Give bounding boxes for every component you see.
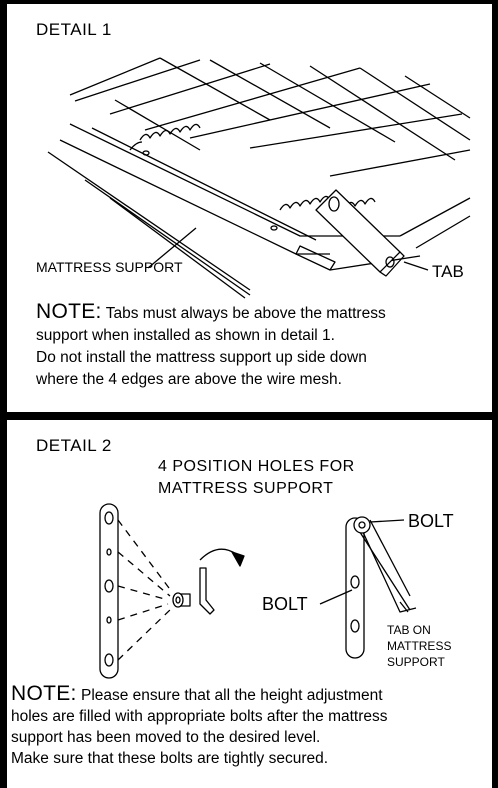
tab-arm-3: [361, 529, 417, 613]
mesh-wire: [114, 99, 201, 151]
label-mattress-support: MATTRESS SUPPORT: [36, 259, 183, 275]
mesh-wire: [309, 65, 456, 161]
tab-arm-2: [369, 519, 411, 597]
spring-left: [139, 123, 201, 141]
detail2-heading-line1: 4 POSITION HOLES FOR: [158, 458, 355, 475]
mesh-wire: [209, 59, 331, 129]
frame-rail-lower: [109, 197, 246, 299]
guide-line: [117, 585, 169, 601]
tab-bolt-pivot-inner: [358, 521, 366, 529]
rotation-arrowhead: [231, 551, 245, 567]
label-tab-on-1: TAB ON: [387, 623, 431, 637]
tab-plate-side: [379, 251, 405, 277]
post-hole: [350, 575, 360, 589]
detail2-note-line2: holes are filled with appropriate bolts …: [11, 708, 388, 725]
border-left: [0, 0, 7, 788]
bracket-hole: [104, 511, 114, 525]
frame-rail-end: [399, 197, 471, 237]
label-bolt-top: BOLT: [408, 511, 454, 531]
detail2-note-heading: NOTE:: [11, 682, 77, 705]
leader-bolt-left: [319, 589, 353, 605]
detail2-note-line4: Make sure that these bolts are tightly s…: [11, 750, 329, 767]
border-right: [492, 0, 498, 788]
detail2-heading-line2: MATTRESS SUPPORT: [158, 480, 334, 497]
bolt-shaft: [180, 593, 191, 607]
rivet-hole: [270, 225, 278, 231]
frame-rail-front: [47, 151, 251, 291]
bracket-hole: [104, 653, 114, 667]
tab-arm: [355, 525, 411, 611]
post-hole: [350, 619, 360, 633]
detail1-drawing: MATTRESS SUPPORT TAB: [36, 57, 471, 299]
guide-line: [117, 551, 171, 597]
bracket-hole: [104, 579, 114, 593]
detail1-note-line2: support when installed as shown in detai…: [36, 327, 335, 344]
border-top: [0, 0, 498, 4]
mesh-wire: [74, 59, 201, 102]
rivet-hole: [142, 150, 150, 156]
rotation-arrow: [199, 548, 237, 561]
mesh-wire: [404, 75, 471, 119]
detail1-note-line4: where the 4 edges are above the wire mes…: [36, 371, 342, 388]
label-tab-on-3: SUPPORT: [387, 655, 445, 669]
detail2-note: NOTE: Please ensure that all the height …: [11, 682, 495, 769]
tab-hole-upper: [328, 196, 340, 212]
bolt-socket: [175, 596, 181, 604]
guide-line: [117, 607, 173, 661]
bracket-hole: [106, 616, 112, 624]
frame-rail-inner: [91, 127, 317, 241]
mesh-wire: [69, 57, 161, 96]
bracket-bar: [99, 503, 119, 679]
label-bolt-left: BOLT: [262, 594, 308, 614]
allen-key: [199, 567, 215, 615]
label-tab: TAB: [432, 262, 464, 281]
mesh-wire: [249, 113, 463, 149]
bolt-head: [172, 592, 184, 608]
mesh-wire: [359, 67, 471, 141]
detail1-note-line1: Tabs must always be above the mattress: [101, 305, 386, 322]
leader-mattress-support: [147, 227, 197, 269]
leader-bolt-top: [369, 519, 405, 523]
detail1-note-line3: Do not install the mattress support up s…: [36, 349, 367, 366]
mesh-wire: [189, 83, 431, 139]
leader-tab-on: [399, 601, 409, 613]
detail1-note-heading: NOTE:: [36, 300, 102, 323]
spring-right-2: [344, 197, 376, 209]
detail2-title: DETAIL 2: [36, 436, 112, 455]
guide-line: [117, 519, 173, 593]
detail1-note: NOTE: Tabs must always be above the matt…: [36, 300, 488, 390]
detail1-title: DETAIL 1: [36, 20, 112, 39]
frame-rail-end2: [415, 215, 471, 249]
tab-hole-lower: [385, 256, 395, 268]
frame-rail-lip: [295, 245, 336, 271]
panel-divider: [0, 412, 498, 420]
mesh-wire: [109, 63, 271, 115]
mesh-wire: [144, 67, 361, 131]
label-tab-on-2: MATTRESS: [387, 639, 451, 653]
detail2-note-line3: support has been moved to the desired le…: [11, 729, 321, 746]
bracket-hole: [106, 548, 112, 556]
spring-right: [279, 195, 331, 211]
mesh-wire: [159, 57, 271, 121]
guide-line: [117, 603, 169, 621]
mesh-wire: [259, 62, 396, 143]
leader-tab: [403, 261, 429, 271]
tab-bolt-pivot: [353, 516, 371, 534]
spring-left-hook: [129, 141, 143, 151]
detail2-note-line1: Please ensure that all the height adjust…: [76, 687, 383, 704]
